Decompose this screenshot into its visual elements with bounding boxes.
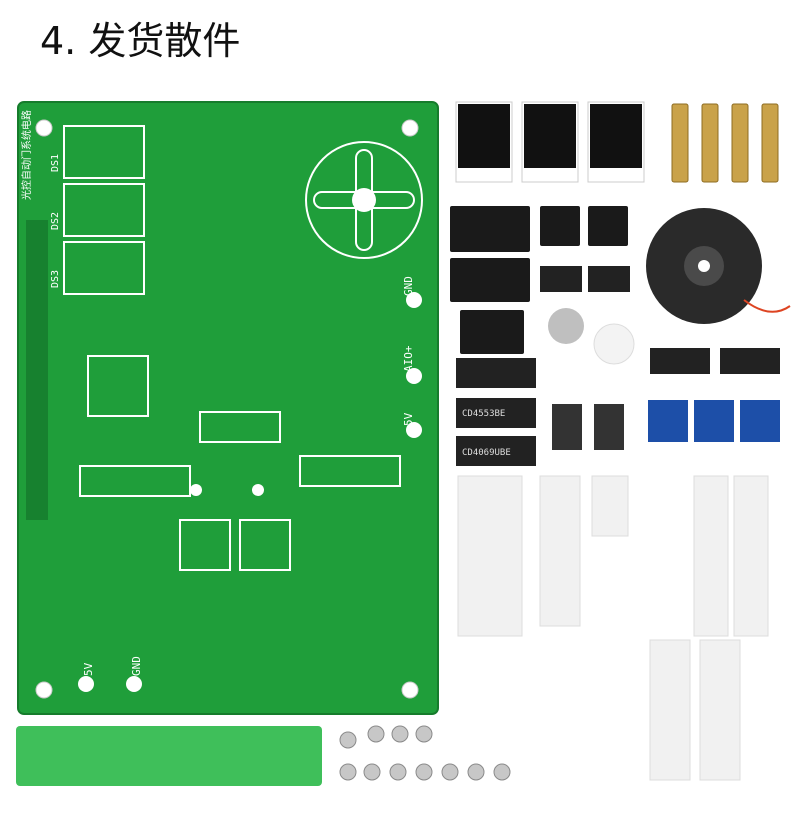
motor [646,208,791,324]
ic-footprints [79,355,401,571]
motor-footprint [305,141,423,259]
label-aio: AIO+ [402,345,415,372]
terminal-strip [16,726,322,786]
label-ds3: DS3 [50,270,61,288]
board-vertical-title: 光控自动门系统电路 [20,110,33,200]
dip-chips: CD4553BE CD4069UBE [456,266,630,466]
test-points [78,292,422,692]
label-5v-bottom: 5V [82,662,95,676]
chip-label-1: CD4553BE [462,409,505,419]
ic-sockets [450,206,628,354]
chip-label-2: CD4069UBE [462,448,511,458]
page-heading: 4. 发货散件 [40,19,241,63]
label-ds1: DS1 [50,154,61,172]
label-5v: 5V [402,412,415,426]
label-gnd: GND [402,276,415,296]
display-footprints [63,125,145,295]
header-p1 [26,220,48,520]
tape-strips [457,475,769,781]
brass-standoffs [671,103,779,183]
label-gnd-bottom: GND [130,656,143,676]
pcb-board: GND AIO+ 5V 5V GND DS1 DS2 DS3 光控自动门系统电路 [17,101,439,715]
misc-components [548,308,780,450]
seven-segment-displays [455,101,645,183]
label-ds2: DS2 [50,212,61,230]
screws [339,725,511,781]
